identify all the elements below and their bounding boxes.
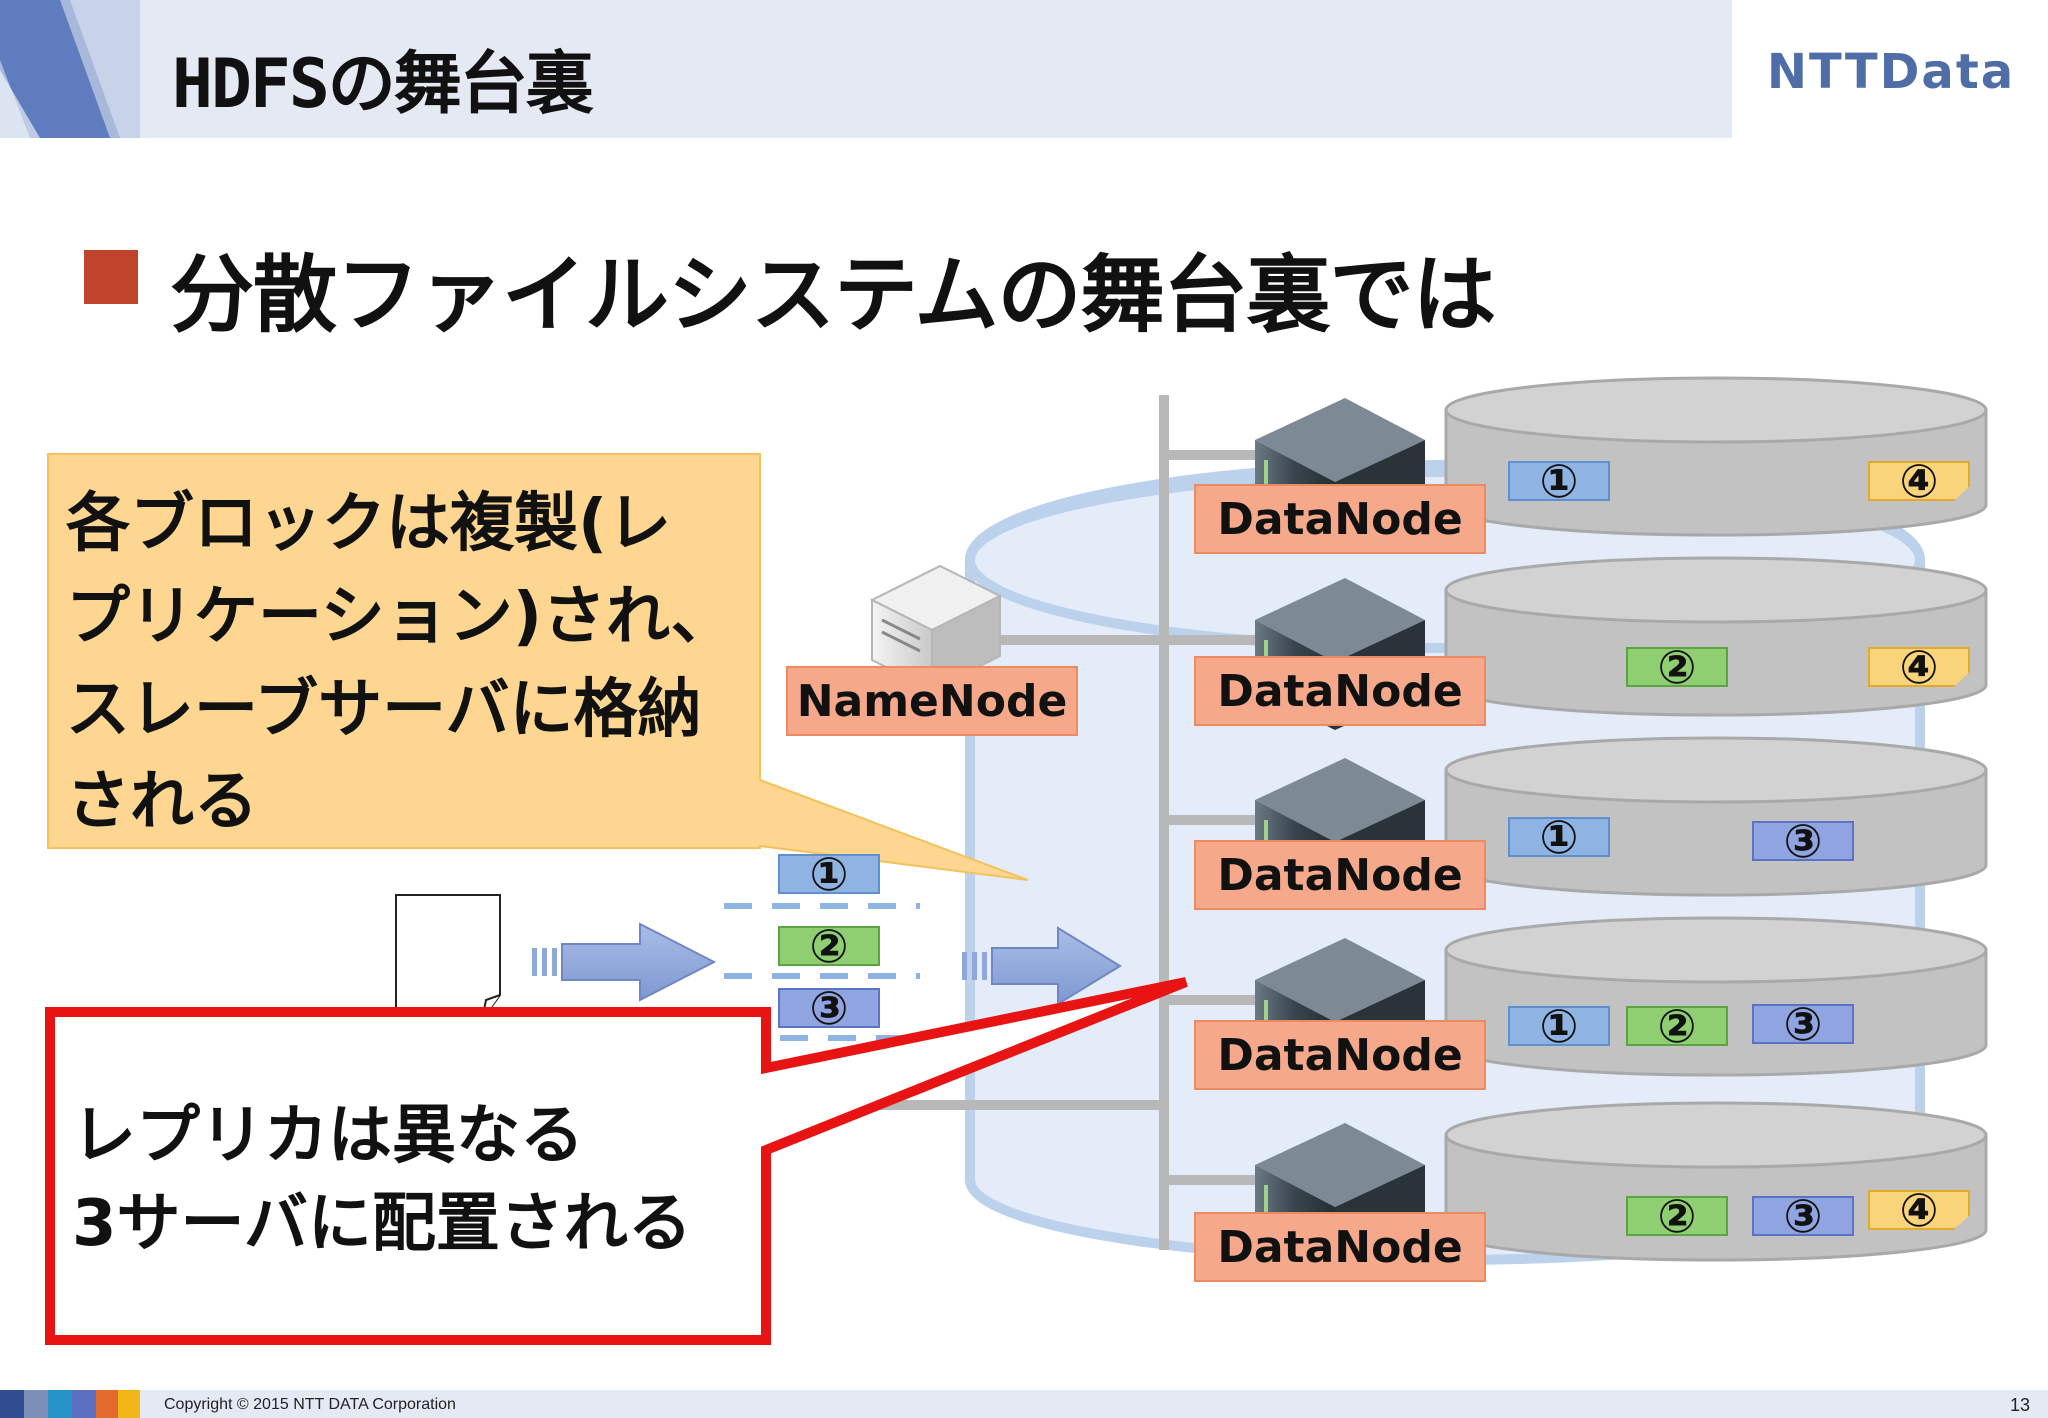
ntt-data-logo: NTTData (1766, 44, 2016, 100)
split-block-2: ② (778, 923, 880, 969)
stored-block: ③ (1752, 818, 1854, 864)
disk-cylinder (1444, 916, 1988, 1077)
callout-line: される (66, 765, 258, 840)
datanode-label: DataNode (1194, 484, 1486, 554)
stored-block: ④ (1868, 647, 1970, 687)
datanode-label: DataNode (1194, 1020, 1486, 1090)
distribute-arrow (962, 926, 1122, 1006)
replication-callout-shape (47, 453, 1029, 881)
slide-header (0, 0, 2048, 138)
section-heading: 分散ファイルシステムの舞台裏では (170, 246, 1496, 344)
stored-block: ② (1626, 644, 1728, 690)
namenode-label: NameNode (786, 666, 1078, 736)
stored-block: ④ (1868, 1190, 1970, 1230)
disk-cylinder (1444, 1101, 1988, 1262)
callout-line: スレーブサーバに格納 (66, 672, 702, 747)
callout-line: プリケーション)され、 (66, 579, 735, 654)
page-title: HDFSの舞台裏 (172, 45, 594, 124)
datanode-label: DataNode (1194, 656, 1486, 726)
logo-area (1732, 0, 2048, 138)
stored-block: ④ (1868, 461, 1970, 501)
bullet-square (84, 250, 138, 304)
stored-block: ① (1508, 814, 1610, 860)
callout-line: 各ブロックは複製(レ (66, 487, 672, 561)
placement-callout-shape (45, 977, 1188, 1345)
footer-bar (0, 1390, 2048, 1418)
datanode-label: DataNode (1194, 840, 1486, 910)
stored-block: ② (1626, 1003, 1728, 1049)
split-arrow (532, 922, 717, 1002)
file-document-icon (395, 894, 501, 1021)
stored-block: ① (1508, 1003, 1610, 1049)
stored-block: ③ (1752, 1001, 1854, 1047)
stored-block: ① (1508, 458, 1610, 504)
datanode-label: DataNode (1194, 1212, 1486, 1282)
stored-block: ③ (1752, 1193, 1854, 1239)
disk-cylinder (1444, 736, 1988, 897)
copyright-text: Copyright © 2015 NTT DATA Corporation (164, 1396, 456, 1413)
network-lines (870, 395, 1260, 1250)
disk-cylinder (1444, 376, 1988, 537)
placement-callout-text: レプリカは異なる 3サーバに配置される (72, 1092, 692, 1269)
footer-color-strip (0, 1390, 140, 1418)
page-number: 13 (2009, 1395, 2030, 1415)
callout-line: 3サーバに配置される (72, 1187, 692, 1262)
disk-cylinder (1444, 556, 1988, 717)
callout-line: レプリカは異なる (72, 1099, 584, 1173)
header-decoration (0, 0, 140, 138)
replication-callout-text: 各ブロックは複製(レ プリケーション)され、 スレーブサーバに格納 される (66, 478, 735, 849)
split-block-1: ① (778, 851, 880, 897)
split-block-3: ③ (778, 985, 880, 1031)
stored-block: ② (1626, 1193, 1728, 1239)
